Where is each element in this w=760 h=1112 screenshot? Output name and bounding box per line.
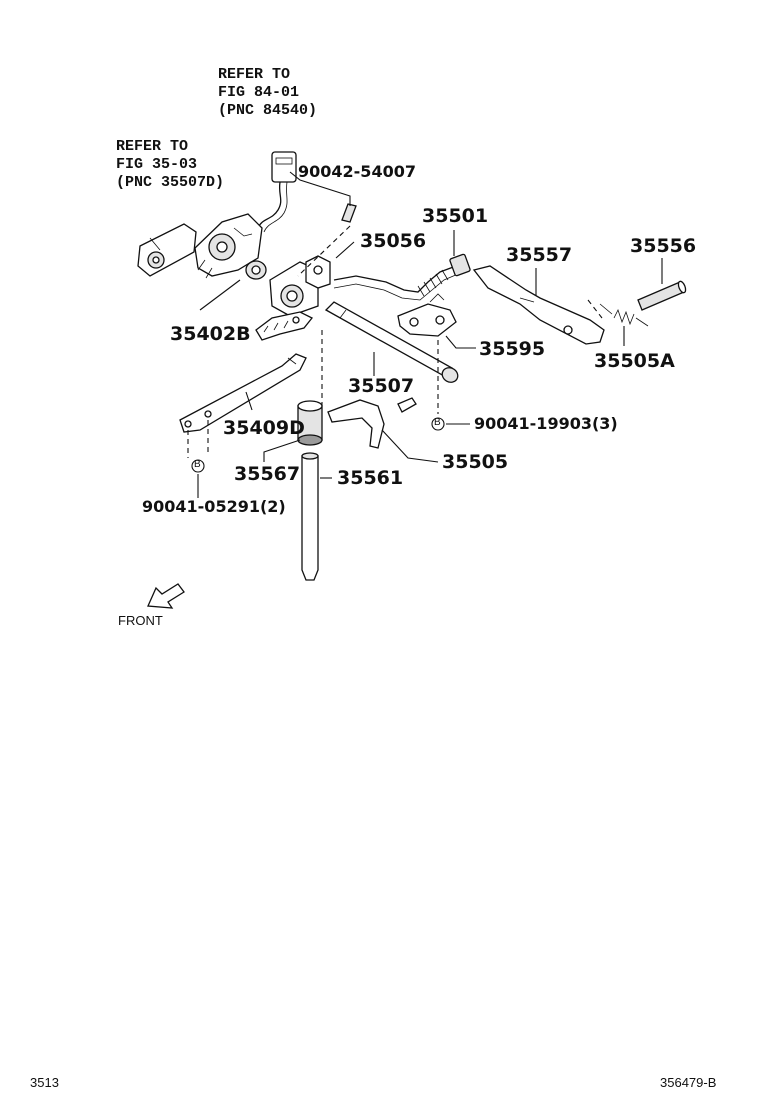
neutral-start-switch [194, 213, 263, 279]
leader-35505 [381, 429, 439, 463]
torsion-spring [599, 303, 649, 327]
front-label: FRONT [118, 613, 163, 628]
detent-plate [255, 311, 314, 341]
part-label-35507[interactable]: 35507 [348, 375, 415, 397]
reference-note-fig84: REFER TO FIG 84-01 (PNC 84540) [218, 66, 317, 120]
pin-90042-54007 [341, 203, 357, 223]
shift-rod [301, 452, 319, 581]
part-label-90042-54007[interactable]: 90042-54007 [298, 162, 416, 181]
reference-fig84-line1: REFER TO [218, 66, 291, 83]
reference-fig84-line2: FIG 84-01 [218, 84, 300, 101]
alignment-line-spring [587, 299, 603, 319]
bolt-marker-left [191, 459, 205, 473]
reference-note-fig35: REFER TO FIG 35-03 (PNC 35507D) [116, 138, 224, 192]
front-arrow-icon [147, 583, 185, 609]
part-label-35595[interactable]: 35595 [479, 338, 546, 360]
part-label-35501[interactable]: 35501 [422, 205, 489, 227]
reference-fig35-line1: REFER TO [116, 138, 189, 155]
part-label-35402B[interactable]: 35402B [170, 323, 251, 345]
footer-page-code: 3513 [30, 1075, 59, 1090]
part-label-35505[interactable]: 35505 [442, 451, 509, 473]
parking-rod [333, 253, 471, 301]
leader-35056 [335, 241, 355, 259]
detent-lever-block [269, 255, 331, 317]
leader-90042-54007 [289, 171, 351, 206]
leader-35595 [445, 335, 476, 349]
part-label-35556[interactable]: 35556 [630, 235, 697, 257]
leader-35567 [263, 439, 301, 462]
part-label-35505A[interactable]: 35505A [594, 350, 675, 372]
part-label-35567[interactable]: 35567 [234, 463, 301, 485]
reference-fig84-line3: (PNC 84540) [218, 102, 318, 119]
detent-spring-plate [179, 353, 307, 433]
bolt-marker-right-letter: B [434, 417, 441, 428]
parking-lock-pawl-lever [472, 265, 605, 345]
shift-collar [297, 400, 323, 446]
manual-shaft [324, 301, 459, 383]
lock-plate [397, 293, 457, 337]
part-label-35557[interactable]: 35557 [506, 244, 573, 266]
bolt-marker-right [431, 417, 445, 431]
left-bracket-plate [137, 223, 197, 277]
part-label-90041-05291[interactable]: 90041-05291(2) [142, 497, 286, 516]
footer-illustration-code: 356479-B [660, 1075, 717, 1090]
part-label-35409D[interactable]: 35409D [223, 417, 305, 439]
wire-harness-connector [257, 151, 297, 233]
reference-fig35-line2: FIG 35-03 [116, 156, 198, 173]
leader-35409D [245, 391, 253, 411]
part-label-35561[interactable]: 35561 [337, 467, 404, 489]
part-label-90041-19903[interactable]: 90041-19903(3) [474, 414, 618, 433]
pawl-shaft-pin [637, 280, 687, 311]
reference-fig35-line3: (PNC 35507D) [116, 174, 225, 191]
bolt-marker-left-letter: B [194, 459, 201, 470]
alignment-line-connector [297, 225, 351, 277]
part-label-35056[interactable]: 35056 [360, 230, 427, 252]
shift-fork [327, 397, 417, 449]
leader-35402B [199, 279, 241, 311]
collar [245, 260, 267, 280]
